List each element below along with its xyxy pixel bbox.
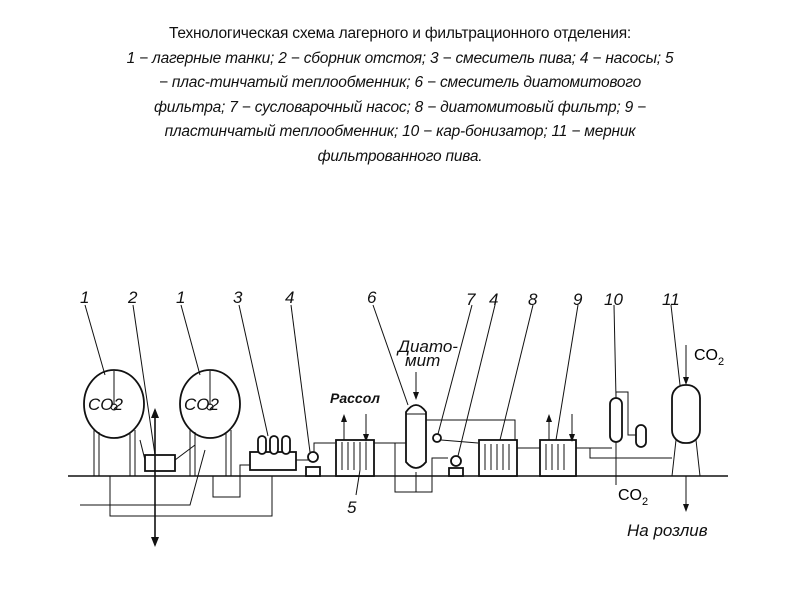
label-3: 3 bbox=[233, 288, 243, 307]
label-1: 1 bbox=[80, 288, 89, 307]
plate-heat-exchanger-5 bbox=[335, 439, 375, 477]
diatomite-label: Диато- bbox=[396, 337, 458, 356]
label-8: 8 bbox=[528, 290, 538, 309]
filtered-beer-measuring-tank bbox=[671, 384, 701, 477]
label-7: 7 bbox=[466, 290, 476, 309]
pump-1 bbox=[305, 451, 321, 477]
lager-tank-2: CO2 bbox=[179, 369, 241, 476]
label-1b: 1 bbox=[176, 288, 185, 307]
co2-carbonizer-label: CO2 bbox=[618, 487, 648, 508]
label-9: 9 bbox=[573, 290, 583, 309]
pump-2 bbox=[448, 455, 464, 477]
caption-line: 1 − лагерные танки; 2 − сборник отстоя; … bbox=[126, 49, 674, 67]
label-10: 10 bbox=[604, 290, 623, 309]
caption-line: фильтра; 7 − сусловарочный насос; 8 − ди… bbox=[154, 98, 646, 116]
brine-label: Рассол bbox=[330, 390, 380, 406]
label-6: 6 bbox=[367, 288, 377, 307]
lager-tank-1: CO2 bbox=[83, 369, 145, 476]
bottling-label: На розлив bbox=[627, 521, 708, 540]
label-11: 11 bbox=[662, 290, 680, 309]
wort-pump bbox=[432, 433, 442, 443]
beer-mixer bbox=[249, 435, 297, 471]
label-2: 2 bbox=[127, 288, 138, 307]
caption-title: Технологическая схема лагерного и фильтр… bbox=[168, 25, 632, 42]
label-4: 4 bbox=[285, 288, 294, 307]
diatomite-label-2: мит bbox=[405, 351, 440, 370]
label-5: 5 bbox=[347, 498, 357, 517]
diatomite-filter bbox=[478, 439, 518, 477]
figure-caption: Технологическая схема лагерного и фильтр… bbox=[0, 22, 800, 169]
label-4b: 4 bbox=[489, 290, 498, 309]
sediment-collector bbox=[144, 454, 176, 472]
caption-line: − плас-тинчатый теплообменник; 6 − смеси… bbox=[158, 74, 642, 91]
co2-inlet-label: CO2 bbox=[694, 347, 724, 368]
caption-line: фильтрованного пива. bbox=[317, 147, 483, 165]
carbonizer bbox=[609, 391, 647, 485]
tank-gas-label: CO2 bbox=[88, 395, 124, 414]
diatomite-mixer bbox=[405, 404, 427, 469]
tank-gas-label: CO2 bbox=[184, 395, 220, 414]
plate-heat-exchanger-9 bbox=[539, 439, 577, 477]
caption-line: пластинчатый теплообменник; 10 − кар-бон… bbox=[164, 123, 636, 140]
